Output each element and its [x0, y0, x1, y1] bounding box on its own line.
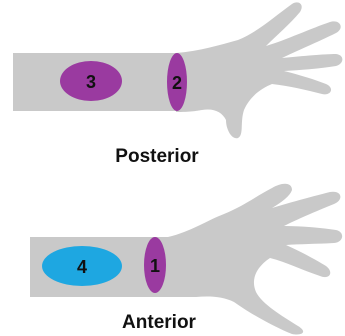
zone-4-label: 4: [77, 257, 87, 277]
zone-1-label: 1: [150, 256, 160, 276]
zone-2-label: 2: [172, 73, 182, 93]
anterior-caption: Anterior: [122, 312, 196, 334]
posterior-caption: Posterior: [115, 146, 198, 168]
posterior-hand-silhouette: [176, 2, 342, 138]
zone-3-label: 3: [86, 72, 96, 92]
posterior-hand: 3 2: [13, 2, 342, 138]
